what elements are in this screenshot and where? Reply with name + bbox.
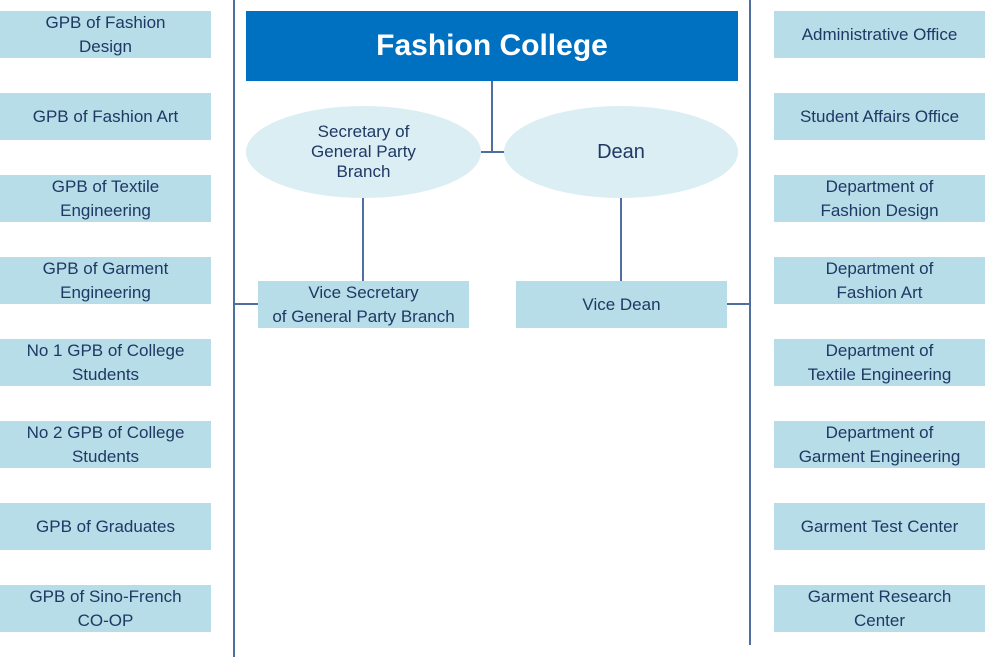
left-unit-box: No 2 GPB of College Students (0, 421, 211, 468)
right-unit-box: Garment Test Center (774, 503, 985, 550)
vice-secretary-to-left-trunk-line (234, 303, 259, 305)
left-unit-box: GPB of Textile Engineering (0, 175, 211, 222)
secretary-node: Secretary of General Party Branch (246, 106, 481, 198)
right-unit-box: Department of Textile Engineering (774, 339, 985, 386)
title-to-junction-line (491, 81, 493, 153)
right-unit-box: Student Affairs Office (774, 93, 985, 140)
dean-node: Dean (504, 106, 738, 198)
left-unit-box: GPB of Fashion Design (0, 11, 211, 58)
right-unit-box: Garment Research Center (774, 585, 985, 632)
vice-dean-to-right-trunk-line (726, 303, 750, 305)
college-title-box: Fashion College (246, 11, 738, 81)
right-unit-box: Administrative Office (774, 11, 985, 58)
left-unit-box: GPB of Garment Engineering (0, 257, 211, 304)
left-unit-box: GPB of Graduates (0, 503, 211, 550)
left-unit-box: No 1 GPB of College Students (0, 339, 211, 386)
dean-to-vice-dean-line (620, 198, 622, 282)
secretary-to-vice-secretary-line (362, 198, 364, 282)
vice-dean-node: Vice Dean (516, 281, 727, 328)
junction-line (481, 151, 505, 153)
right-trunk-line (749, 0, 751, 645)
right-unit-box: Department of Garment Engineering (774, 421, 985, 468)
left-unit-box: GPB of Sino-French CO-OP (0, 585, 211, 632)
vice-secretary-node: Vice Secretary of General Party Branch (258, 281, 469, 328)
right-unit-box: Department of Fashion Art (774, 257, 985, 304)
left-trunk-line (233, 0, 235, 657)
left-unit-box: GPB of Fashion Art (0, 93, 211, 140)
right-unit-box: Department of Fashion Design (774, 175, 985, 222)
